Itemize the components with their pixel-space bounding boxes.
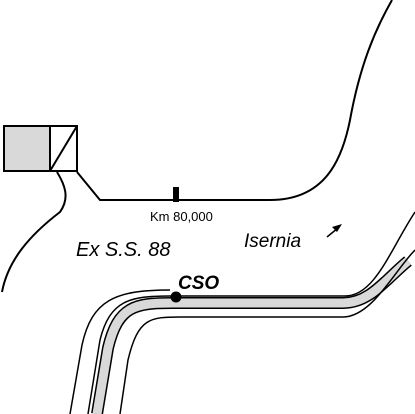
- station-marker-icon: [170, 291, 182, 303]
- building-hatch-line: [49, 125, 78, 172]
- rail-boundary-upper: [87, 211, 415, 414]
- road-left-curve: [1, 171, 67, 293]
- rail-track-outline: [91, 256, 412, 414]
- km-marker-icon: [173, 187, 179, 202]
- road-name-label: Ex S.S. 88: [76, 239, 171, 261]
- rail-track-fill: [92, 257, 411, 414]
- building-gray-block: [3, 125, 51, 172]
- rail-boundary-right: [119, 249, 415, 414]
- road-upper-line: [76, 0, 393, 201]
- rail-boundary-left: [69, 289, 171, 414]
- km-label: Km 80,000: [150, 209, 213, 224]
- arrow-up-right-icon: [326, 224, 342, 238]
- station-label: CSO: [178, 273, 219, 294]
- direction-label: Isernia: [244, 231, 301, 252]
